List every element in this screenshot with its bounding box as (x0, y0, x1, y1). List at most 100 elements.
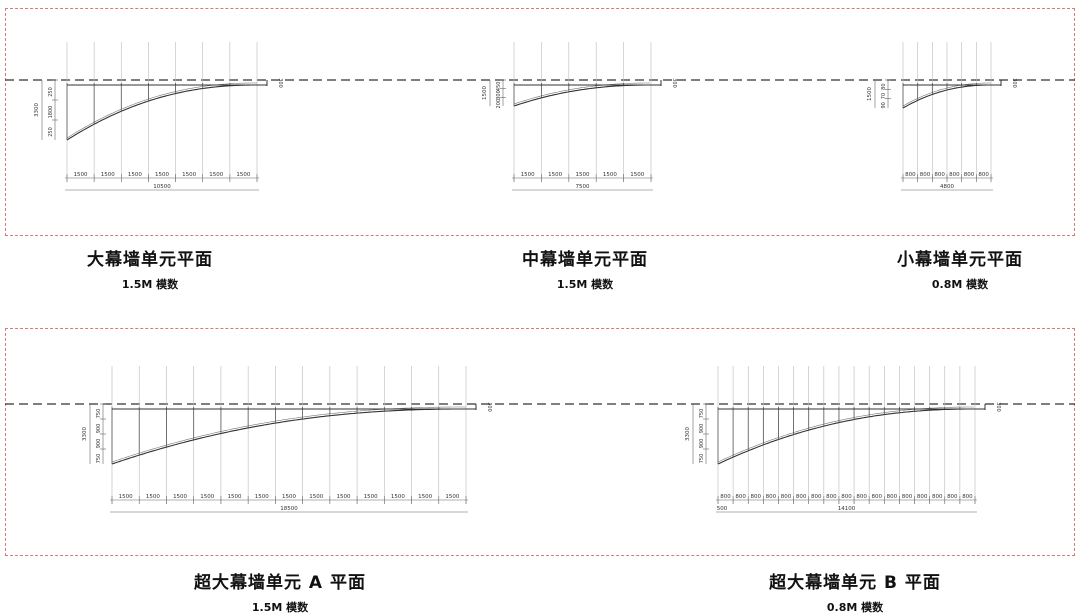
segment-dim-label: 800 (978, 172, 989, 178)
unit-title: 中幕墙单元平面 (522, 250, 648, 270)
left-dim-inner: 250 (48, 127, 54, 137)
total-dim-label: 7500 (576, 184, 590, 190)
unit-caption-large: 大幕墙单元平面 1.5M 模数 (50, 245, 250, 292)
unit-caption-medium: 中幕墙单元平面 1.5M 模数 (485, 245, 685, 292)
wall-profile (111, 408, 466, 465)
total-dim-label: 10500 (153, 184, 171, 190)
segment-dim-label: 1500 (336, 494, 350, 500)
segment-dim-label: 1500 (255, 494, 269, 500)
segment-dim-label: 800 (905, 172, 916, 178)
left-dim-inner: 900 (96, 439, 102, 449)
left-dim-inner: 750 (96, 409, 102, 419)
left-dim-inner: 1800 (48, 106, 54, 119)
left-dim-inner: 900 (699, 439, 705, 449)
left-dim-inner: 70 (881, 93, 887, 99)
segment-dim-label: 1500 (548, 172, 562, 178)
segment-dim-label: 800 (735, 494, 746, 500)
left-dim-inner: 750 (699, 454, 705, 464)
segment-dim-label: 800 (841, 494, 852, 500)
segment-dim-label: 800 (811, 494, 822, 500)
left-dim-inner: 900 (96, 424, 102, 434)
left-dim-outer: 3300 (82, 427, 88, 441)
wall-profile (717, 408, 974, 465)
segment-dim-label: 1500 (155, 172, 169, 178)
wall-profile (513, 84, 650, 107)
unit-caption-xl-a: 超大幕墙单元 A 平面 1.5M 模数 (160, 568, 400, 615)
segment-dim-label: 1500 (445, 494, 459, 500)
unit-title: 超大幕墙单元 A 平面 (194, 573, 366, 593)
unit-caption-xl-b: 超大幕墙单元 B 平面 0.8M 模数 (735, 568, 975, 615)
unit-subtitle: 1.5M 模数 (556, 278, 614, 291)
wall-profile (66, 84, 257, 141)
left-dim-outer: 3300 (685, 427, 691, 441)
segment-dim-label: 1500 (200, 494, 214, 500)
unit-subtitle: 0.8M 模数 (931, 278, 989, 291)
unit-subtitle: 0.8M 模数 (826, 601, 884, 614)
left-dim-inner: 80 (881, 83, 887, 89)
left-dim-inner: 250 (48, 87, 54, 97)
unit-title: 超大幕墙单元 B 平面 (769, 573, 941, 593)
segment-dim-label: 1500 (630, 172, 644, 178)
segment-dim-label: 1500 (576, 172, 590, 178)
segment-dim-label: 1500 (209, 172, 223, 178)
extra-dim-label: 500 (717, 506, 728, 512)
total-dim-label: 18500 (280, 506, 298, 512)
wall-profile-inner (717, 406, 974, 463)
left-dim-inner: 300 (496, 90, 502, 100)
left-dim-outer: 1500 (867, 87, 873, 101)
wall-profile-inner (111, 406, 466, 463)
segment-dim-label: 800 (796, 494, 807, 500)
segment-dim-label: 1500 (128, 172, 142, 178)
segment-dim-label: 1500 (74, 172, 88, 178)
segment-dim-label: 800 (964, 172, 975, 178)
left-dim-inner: 900 (699, 424, 705, 434)
segment-dim-label: 1500 (146, 494, 160, 500)
left-dim-inner: 750 (96, 454, 102, 464)
segment-dim-label: 1500 (173, 494, 187, 500)
segment-dim-label: 800 (932, 494, 943, 500)
segment-dim-label: 1500 (521, 172, 535, 178)
segment-dim-label: 800 (949, 172, 960, 178)
segment-dim-label: 800 (902, 494, 913, 500)
unit-caption-small: 小幕墙单元平面 0.8M 模数 (860, 245, 1060, 292)
segment-dim-label: 1500 (364, 494, 378, 500)
right-dim-label: 300 (277, 78, 283, 88)
segment-dim-label: 800 (751, 494, 762, 500)
segment-dim-label: 800 (934, 172, 945, 178)
left-dim-outer: 3300 (34, 103, 40, 117)
segment-dim-label: 800 (826, 494, 837, 500)
right-dim-label: 300 (995, 402, 1001, 412)
segment-dim-label: 1500 (282, 494, 296, 500)
segment-dim-label: 800 (720, 494, 731, 500)
segment-dim-label: 800 (856, 494, 867, 500)
segment-dim-label: 800 (871, 494, 882, 500)
segment-dim-label: 800 (781, 494, 792, 500)
left-dim-outer: 1500 (482, 86, 488, 100)
segment-dim-label: 1500 (391, 494, 405, 500)
unit-title: 大幕墙单元平面 (87, 250, 213, 270)
segment-dim-label: 800 (917, 494, 928, 500)
segment-dim-label: 800 (920, 172, 931, 178)
segment-dim-label: 1500 (119, 494, 133, 500)
wall-profile-inner (66, 82, 257, 139)
bottom-panel (5, 328, 1075, 556)
right-dim-label: 300 (1011, 78, 1017, 88)
segment-dim-label: 800 (947, 494, 958, 500)
total-dim-label: 4800 (940, 184, 954, 190)
top-panel (5, 8, 1075, 236)
left-dim-inner: 90 (881, 102, 887, 108)
segment-dim-label: 1500 (228, 494, 242, 500)
unit-subtitle: 1.5M 模数 (251, 601, 309, 614)
unit-subtitle: 1.5M 模数 (121, 278, 179, 291)
segment-dim-label: 1500 (101, 172, 115, 178)
segment-dim-label: 1500 (603, 172, 617, 178)
segment-dim-label: 1500 (418, 494, 432, 500)
unit-title: 小幕墙单元平面 (897, 250, 1023, 270)
segment-dim-label: 800 (887, 494, 898, 500)
right-dim-label: 300 (671, 78, 677, 88)
left-dim-inner: 450 (496, 82, 502, 92)
segment-dim-label: 1500 (236, 172, 250, 178)
total-dim-label: 14100 (838, 506, 856, 512)
wall-profile-inner (513, 82, 650, 105)
